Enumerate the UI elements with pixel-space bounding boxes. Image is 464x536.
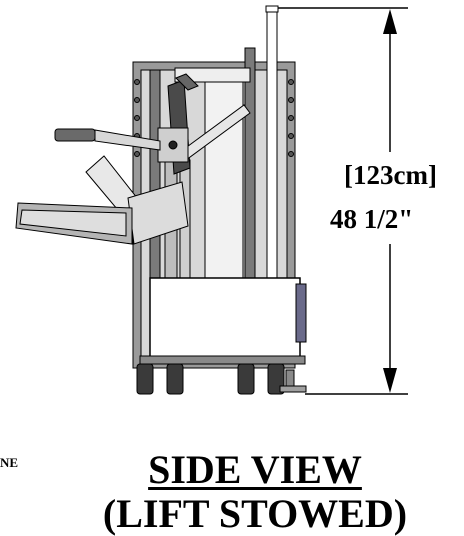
actuator-top bbox=[175, 73, 199, 91]
caster-wheel bbox=[136, 363, 154, 395]
control-box bbox=[295, 283, 307, 343]
dimension-arrow-bottom bbox=[383, 368, 397, 393]
handle-cap bbox=[265, 5, 279, 13]
view-title-line1: SIDE VIEW bbox=[148, 447, 362, 492]
brake-pedal-stem bbox=[285, 369, 295, 389]
base-chassis bbox=[139, 355, 306, 365]
height-dimension bbox=[278, 7, 408, 395]
handle-bar bbox=[266, 7, 278, 281]
rail-holes bbox=[134, 79, 294, 157]
caster-wheel bbox=[166, 363, 184, 395]
cropped-edge-text: NE bbox=[0, 455, 19, 470]
view-title-line2: (LIFT STOWED) bbox=[102, 491, 408, 536]
caster-wheel bbox=[237, 363, 255, 395]
lift-machine bbox=[15, 5, 307, 395]
footrest-tray-inner bbox=[19, 209, 127, 237]
dimension-arrow-top bbox=[383, 9, 397, 34]
pivot-pin bbox=[168, 140, 178, 150]
brake-pedal bbox=[279, 385, 307, 393]
base-housing bbox=[149, 277, 301, 361]
dimension-metric-label: [123cm] bbox=[344, 160, 437, 190]
view-title: SIDE VIEW (LIFT STOWED) bbox=[60, 448, 450, 536]
lever-arm bbox=[94, 129, 161, 151]
top-crosspiece bbox=[174, 67, 251, 83]
lever-grip bbox=[54, 128, 96, 142]
casters bbox=[136, 363, 285, 395]
dimension-imperial-label: 48 1/2" bbox=[330, 204, 414, 234]
mast-panel bbox=[204, 69, 244, 281]
